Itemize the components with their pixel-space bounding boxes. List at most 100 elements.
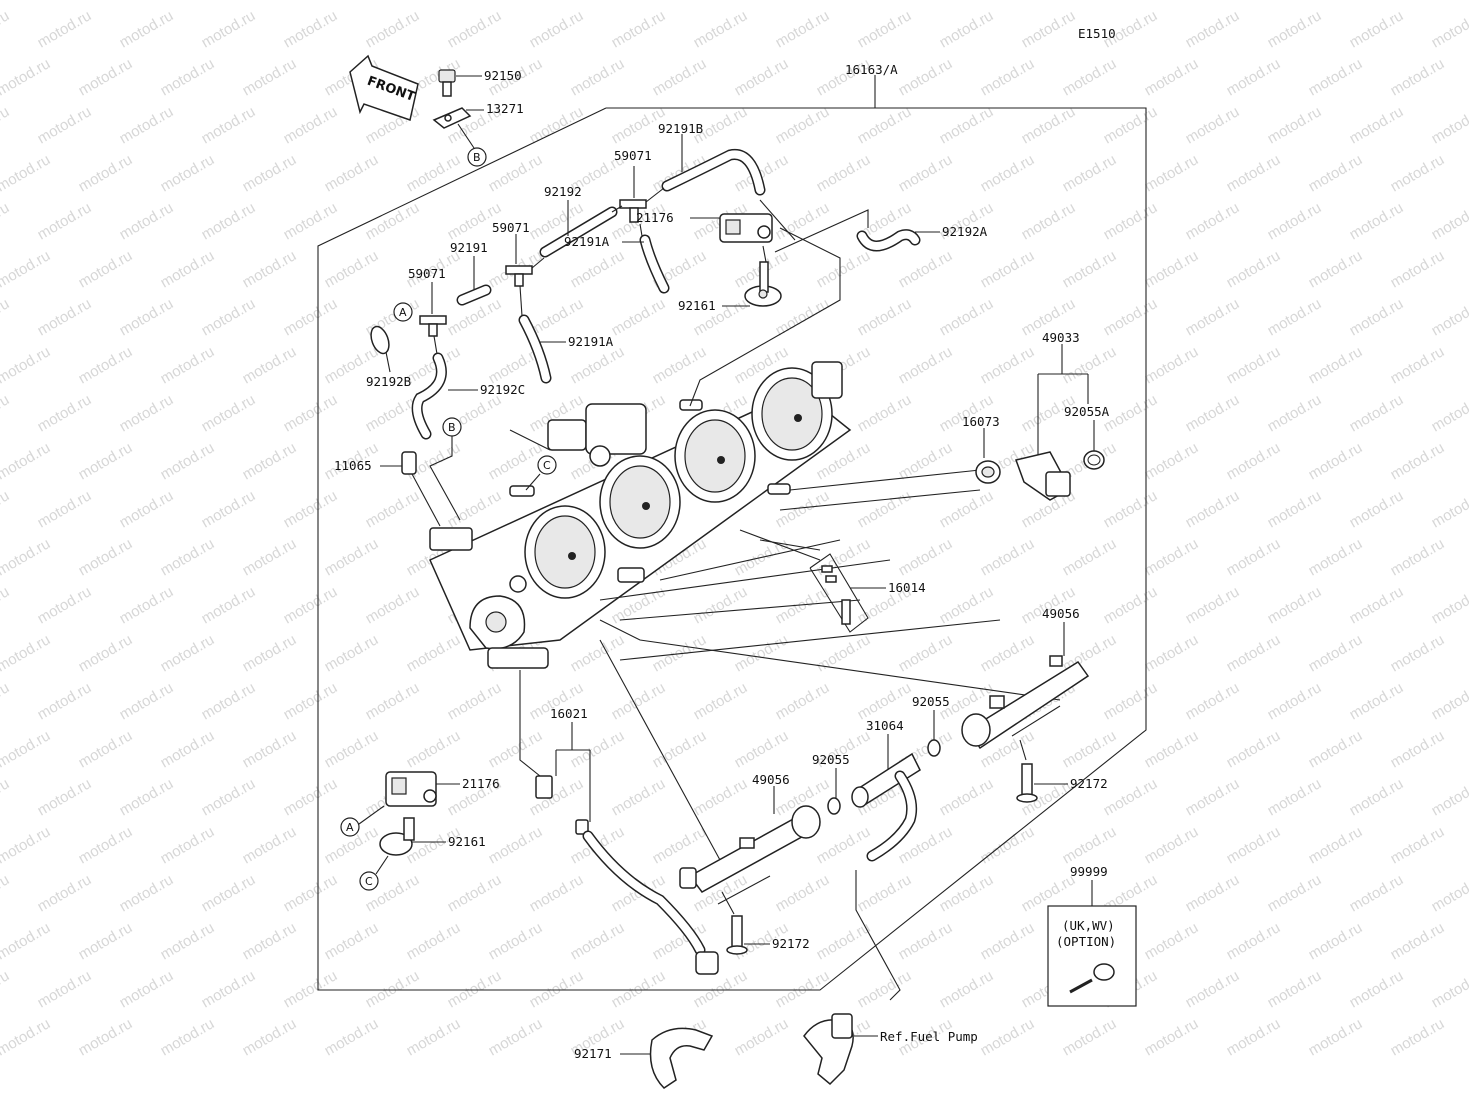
watermark-text: motod.ru [527, 103, 587, 147]
cable-16021-icon [535, 775, 719, 975]
watermark-text: motod.ru [814, 535, 874, 579]
watermark-text: motod.ru [896, 631, 956, 675]
watermark-text: motod.ru [404, 727, 464, 771]
watermark-text: motod.ru [0, 247, 53, 291]
label-13271: 13271 [486, 101, 524, 116]
watermark-text: motod.ru [568, 919, 628, 963]
watermark-text: motod.ru [1183, 103, 1243, 147]
watermark-text: motod.ru [486, 0, 546, 3]
watermark-text: motod.ru [896, 919, 956, 963]
watermark-text: motod.ru [322, 631, 382, 675]
watermark-text: motod.ru [363, 679, 423, 723]
watermark-text: motod.ru [158, 727, 218, 771]
watermark-text: motod.ru [281, 391, 341, 435]
watermark-text: motod.ru [691, 583, 751, 627]
cap-92192B-icon [370, 325, 390, 355]
label-16073: 16073 [962, 414, 1000, 429]
watermark-text: motod.ru [1265, 487, 1325, 531]
label-21176-top: 21176 [636, 210, 674, 225]
watermark-text: motod.ru [568, 55, 628, 99]
watermark-text: motod.ru [158, 535, 218, 579]
watermark-text: motod.ru [281, 775, 341, 819]
label-92192C: 92192C [480, 382, 525, 397]
callout-a-top: A [393, 302, 413, 322]
watermark-text: motod.ru [1060, 343, 1120, 387]
label-59071-left: 59071 [408, 266, 446, 281]
watermark-text: motod.ru [445, 7, 505, 51]
watermark-text: motod.ru [76, 535, 136, 579]
watermark-text: motod.ru [609, 295, 669, 339]
watermark-text: motod.ru [0, 871, 12, 915]
label-92161-bottom: 92161 [448, 834, 486, 849]
watermark-text: motod.ru [1101, 487, 1161, 531]
svg-text:B: B [448, 421, 456, 434]
watermark-text: motod.ru [1060, 151, 1120, 195]
watermark-text: motod.ru [650, 727, 710, 771]
watermark-text: motod.ru [281, 103, 341, 147]
hose-92192C-icon [411, 352, 447, 440]
watermark-text: motod.ru [1224, 151, 1284, 195]
watermark-text: motod.ru [609, 775, 669, 819]
watermark-text: motod.ru [1429, 199, 1469, 243]
watermark-text: motod.ru [1060, 0, 1120, 3]
watermark-text: motod.ru [1306, 151, 1366, 195]
watermark-text: motod.ru [1101, 775, 1161, 819]
watermark-text: motod.ru [35, 967, 95, 1011]
watermark-text: motod.ru [978, 55, 1038, 99]
watermark-text: motod.ru [281, 199, 341, 243]
watermark-text: motod.ru [486, 151, 546, 195]
watermark-text: motod.ru [896, 535, 956, 579]
option-line1: (UK,WV) [1062, 918, 1115, 933]
watermark-text: motod.ru [1306, 823, 1366, 867]
watermark-text: motod.ru [35, 583, 95, 627]
watermark-text: motod.ru [814, 247, 874, 291]
watermark-text: motod.ru [1142, 1015, 1202, 1059]
watermark-text: motod.ru [691, 775, 751, 819]
label-92191A-mid: 92191A [568, 334, 614, 349]
label-ref-fuel-pump: Ref.Fuel Pump [880, 1029, 978, 1044]
clamp-92171-icon [649, 1027, 714, 1089]
watermark-text: motod.ru [404, 919, 464, 963]
watermark-text: motod.ru [117, 583, 177, 627]
watermark-text: motod.ru [158, 151, 218, 195]
watermark-text: motod.ru [978, 247, 1038, 291]
watermark-text: motod.ru [0, 727, 53, 771]
watermark-text: motod.ru [1429, 295, 1469, 339]
diagram-code: E1510 [1078, 26, 1116, 41]
watermark-text: motod.ru [158, 823, 218, 867]
watermark-text: motod.ru [240, 1015, 300, 1059]
watermark-text: motod.ru [1347, 7, 1407, 51]
watermark-text: motod.ru [35, 679, 95, 723]
watermark-text: motod.ru [855, 7, 915, 51]
option-line2: (OPTION) [1056, 934, 1116, 949]
label-92161-top: 92161 [678, 298, 716, 313]
watermark-text: motod.ru [650, 343, 710, 387]
watermark-text: motod.ru [691, 7, 751, 51]
watermark-text: motod.ru [568, 0, 628, 3]
watermark-text: motod.ru [0, 631, 53, 675]
watermark-text: motod.ru [1183, 583, 1243, 627]
watermark-text: motod.ru [199, 103, 259, 147]
watermark-text: motod.ru [0, 343, 53, 387]
watermark-text: motod.ru [937, 775, 997, 819]
watermark-text: motod.ru [896, 439, 956, 483]
watermark-text: motod.ru [1224, 343, 1284, 387]
label-92150: 92150 [484, 68, 522, 83]
watermark-text: motod.ru [732, 1015, 792, 1059]
watermark-text: motod.ru [76, 247, 136, 291]
watermark-text: motod.ru [158, 55, 218, 99]
watermark-text: motod.ru [117, 487, 177, 531]
label-59071-mid: 59071 [492, 220, 530, 235]
watermark-text: motod.ru [814, 823, 874, 867]
watermark-text: motod.ru [363, 583, 423, 627]
watermark-text: motod.ru [0, 919, 53, 963]
watermark-text: motod.ru [117, 871, 177, 915]
watermark-text: motod.ru [773, 7, 833, 51]
watermark-text: motod.ru [1142, 919, 1202, 963]
watermark-text: motod.ru [1306, 1015, 1366, 1059]
watermark-text: motod.ru [404, 0, 464, 3]
watermark-text: motod.ru [568, 343, 628, 387]
watermark-text: motod.ru [404, 1015, 464, 1059]
watermark-text: motod.ru [1142, 631, 1202, 675]
